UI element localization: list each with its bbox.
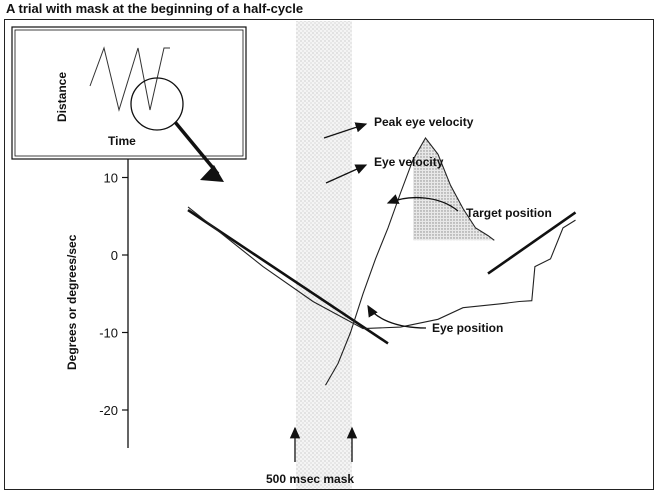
plot-frame (4, 19, 654, 490)
inset-circle (130, 77, 184, 131)
peak-arrow (323, 122, 368, 139)
annotation-target-position: Target position (466, 206, 552, 220)
annotation-eye-velocity: Eye velocity (374, 155, 444, 169)
inset-y-label: Distance (55, 72, 69, 122)
annotation-eye-position: Eye position (432, 321, 503, 335)
series-group (187, 137, 577, 386)
chart-title: A trial with mask at the beginning of a … (6, 1, 304, 16)
inset-zigzag (89, 46, 170, 112)
inset-pointer-line (173, 120, 220, 176)
velocity-arrow (325, 164, 368, 184)
inset-diagram: Distance Time (11, 26, 247, 182)
y-tick-label: -10 (99, 326, 118, 341)
series-eye-position (187, 206, 576, 330)
series-eye-velocity (325, 137, 495, 386)
series-target-position (487, 211, 577, 275)
annotation-peak-eye-velocity: Peak eye velocity (374, 115, 474, 129)
eye-position-arrow (367, 304, 427, 329)
y-tick-label: -20 (99, 403, 118, 418)
inset-pointer-head (200, 165, 224, 182)
inset-x-label: Time (108, 134, 136, 148)
annotation-mask: 500 msec mask (266, 472, 354, 486)
mask-band (296, 21, 352, 489)
y-tick-label: 10 (104, 171, 118, 186)
y-axis-label: Degrees or degrees/sec (65, 234, 79, 370)
annotations: Peak eye velocity Eye velocity Target po… (266, 115, 552, 486)
y-axis: 10 0 -10 -20 (99, 130, 129, 448)
velocity-fill (413, 138, 495, 241)
target-arrow (386, 194, 459, 212)
y-tick-label: 0 (111, 248, 118, 263)
